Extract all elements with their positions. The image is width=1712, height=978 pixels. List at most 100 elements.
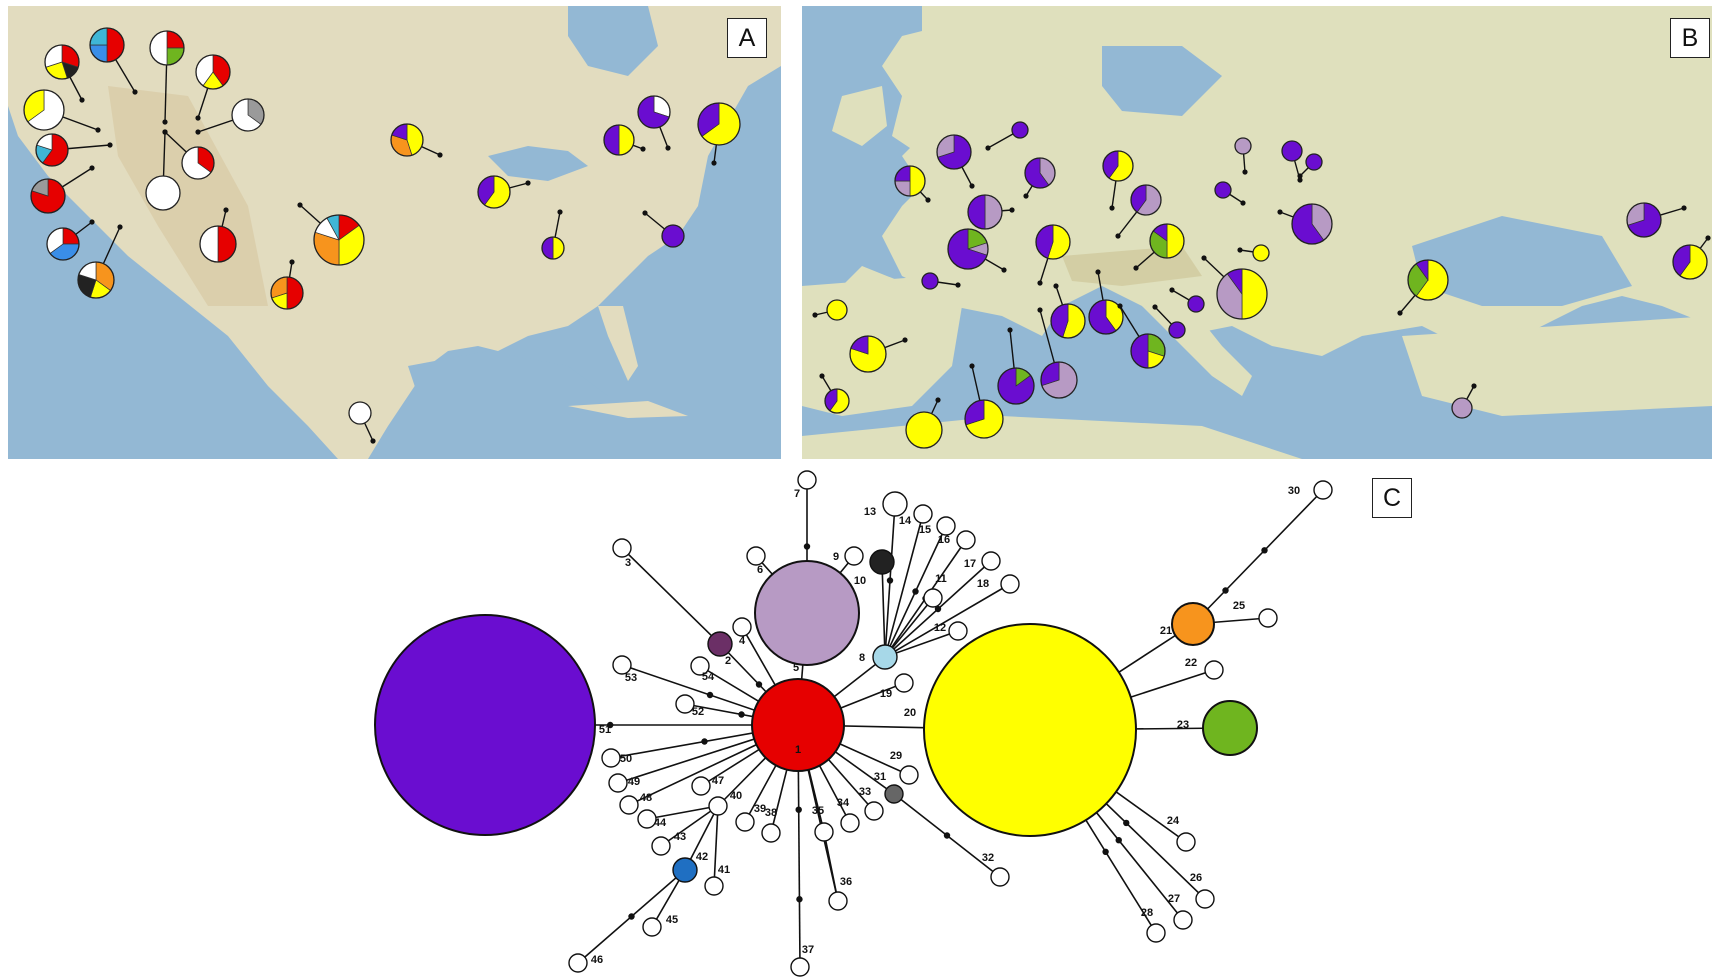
- haplotype-label-26: 26: [1190, 872, 1202, 884]
- haplotype-node-51: [374, 614, 596, 836]
- map-b-site-pie-15-slice: [1281, 140, 1303, 162]
- map-a-site-pie-12: [46, 227, 80, 261]
- network-missing-haplotype-27-0: [1115, 837, 1122, 844]
- map-a-site-pie-12-outline: [46, 227, 80, 261]
- map-b-site-pie-9: [1035, 224, 1071, 260]
- map-b-site-pie-14-site-dot: [1277, 209, 1283, 215]
- haplotype-label-22: 22: [1185, 657, 1197, 669]
- haplotype-label-31: 31: [874, 771, 886, 783]
- map-a-site-pie-20-slice-1: [603, 124, 620, 156]
- haplotype-label-3: 3: [625, 557, 631, 569]
- haplotype-node-5: [754, 560, 860, 666]
- map-a-site-pie-19: [661, 224, 685, 248]
- ireland: [832, 86, 887, 146]
- map-b-site-pie-14-outline: [1291, 203, 1333, 245]
- haplotype-label-53: 53: [625, 672, 637, 684]
- haplotype-node-27: [1173, 910, 1193, 930]
- map-a-site-pie-7: [35, 133, 69, 167]
- map-b-site-pie-16-slice: [1305, 153, 1323, 171]
- haplotype-label-16: 16: [938, 534, 950, 546]
- map-b-site-pie-13-site-dot: [1237, 247, 1243, 253]
- britain: [882, 26, 972, 156]
- network-missing-haplotype-37-1: [796, 896, 803, 903]
- map-a-site-pie-9-outline: [30, 178, 66, 214]
- map-b-site-pie-33-site-dot: [1681, 205, 1687, 211]
- map-a-site-pie-22: [697, 102, 741, 146]
- hudson-bay: [568, 6, 658, 76]
- haplotype-label-32: 32: [982, 852, 994, 864]
- haplotype-node-9: [844, 546, 864, 566]
- map-a-site-pie-4-site-dot: [195, 115, 201, 121]
- map-b-site-pie-28-outline: [849, 335, 887, 373]
- haplotype-label-45: 45: [666, 914, 678, 926]
- panel-label-a: A: [727, 18, 767, 58]
- haplotype-node-52: [675, 694, 695, 714]
- map-b-site-pie-21-outline: [1050, 303, 1086, 339]
- map-b-site-pie-7-outline: [1130, 184, 1162, 216]
- map-a-site-pie-22-outline: [697, 102, 741, 146]
- map-b-site-pie-35-slice: [1011, 121, 1029, 139]
- map-a-site-pie-17: [477, 175, 511, 209]
- map-b-site-pie-32-site-dot: [969, 363, 975, 369]
- haplotype-node-8: [872, 644, 898, 670]
- haplotype-label-54: 54: [702, 671, 715, 683]
- map-a-site-pie-2-slice-0: [106, 27, 125, 63]
- map-b-site-pie-34: [1672, 244, 1708, 280]
- map-a-site-pie-18-slice-0: [552, 236, 565, 260]
- map-a-site-pie-1: [44, 44, 80, 80]
- map-b-site-pie-3: [894, 165, 926, 197]
- haplotype-node-14: [913, 504, 933, 524]
- map-a-site-pie-4: [195, 54, 231, 90]
- haplotype-node-6: [746, 546, 766, 566]
- map-b-site-pie-25-outline: [997, 367, 1035, 405]
- network-edge-2-3: [621, 547, 721, 645]
- map-b-site-pie-18-slice: [1214, 181, 1232, 199]
- map-b-site-pie-6-outline: [1102, 150, 1134, 182]
- map-b-site-pie-23-site-dot: [1117, 303, 1123, 309]
- haplotype-label-18: 18: [977, 578, 989, 590]
- haplotype-label-1: 1: [795, 744, 801, 756]
- map-b-site-pie-29-slice: [826, 299, 848, 321]
- haplotype-node-48: [619, 795, 639, 815]
- haplotype-label-4: 4: [739, 635, 746, 647]
- haplotype-label-21: 21: [1160, 625, 1172, 637]
- haplotype-node-41: [704, 876, 724, 896]
- map-a-site-pie-23-site-dot: [370, 438, 376, 444]
- map-a-site-pie-20-slice-0: [618, 124, 635, 156]
- map-a-site-pie-6: [231, 98, 265, 132]
- anatolia: [1402, 316, 1712, 416]
- map-b-site-pie-27: [1451, 397, 1473, 419]
- map-a-site-pie-13-site-dot: [117, 224, 123, 230]
- haplotype-label-24: 24: [1167, 815, 1180, 827]
- haplotype-label-47: 47: [712, 775, 724, 787]
- map-b-site-pie-25: [997, 367, 1035, 405]
- map-b-site-pie-11-site-dot: [955, 282, 961, 288]
- haplotype-label-11: 11: [935, 573, 947, 585]
- map-b-site-pie-17: [1234, 137, 1252, 155]
- map-a-site-pie-21-site-dot: [665, 145, 671, 151]
- haplotype-label-50: 50: [620, 753, 632, 765]
- haplotype-node-22: [1204, 660, 1224, 680]
- map-b-site-pie-7-site-dot: [1115, 233, 1121, 239]
- map-b-site-pie-19: [1187, 295, 1205, 313]
- haplotype-label-17: 17: [964, 558, 976, 570]
- map-b-site-pie-33: [1626, 202, 1662, 238]
- map-b-site-pie-1-site-dot: [969, 183, 975, 189]
- map-b-site-pie-4-outline: [967, 194, 1003, 230]
- map-b-site-pie-18: [1214, 181, 1232, 199]
- map-a-site-pie-5: [23, 89, 65, 131]
- haplotype-node-11: [923, 588, 943, 608]
- map-a-site-pie-1-site-dot: [79, 97, 85, 103]
- map-north-america: [8, 6, 781, 459]
- map-b-site-pie-35: [1011, 121, 1029, 139]
- haplotype-label-34: 34: [837, 797, 850, 809]
- network-missing-haplotype-26-0: [1123, 819, 1130, 827]
- map-a-site-pie-20-outline: [603, 124, 635, 156]
- haplotype-node-36: [828, 891, 848, 911]
- map-a-site-pie-2-outline: [89, 27, 125, 63]
- map-b-site-pie-20-slice: [1168, 321, 1186, 339]
- haplotype-node-24: [1176, 832, 1196, 852]
- map-a-site-pie-18-slice-1: [541, 236, 554, 260]
- haplotype-label-8: 8: [859, 652, 865, 664]
- network-edge-8-10: [881, 561, 886, 658]
